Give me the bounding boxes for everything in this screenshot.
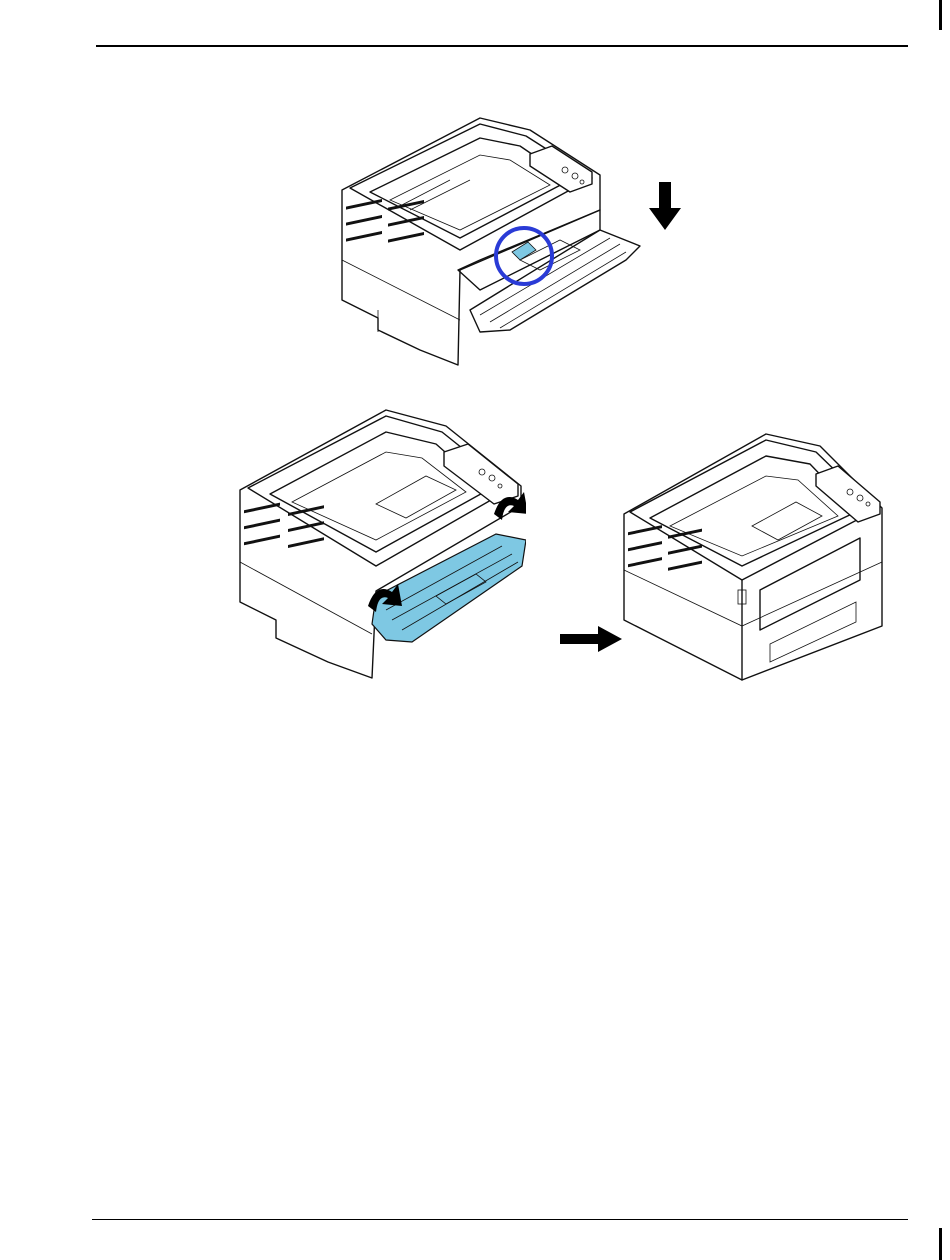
printer-cover-open-illustration [330, 110, 690, 370]
printer-drum-installed-illustration [236, 406, 526, 682]
header-rule [96, 45, 908, 47]
right-arrow-icon [560, 626, 622, 652]
footer-rule [92, 1219, 908, 1220]
page-edge-tab-bottom [939, 1228, 942, 1260]
down-arrow-icon [648, 182, 682, 232]
page-edge-tab-top [939, 0, 942, 30]
printer-cover-closed-illustration [620, 430, 886, 682]
